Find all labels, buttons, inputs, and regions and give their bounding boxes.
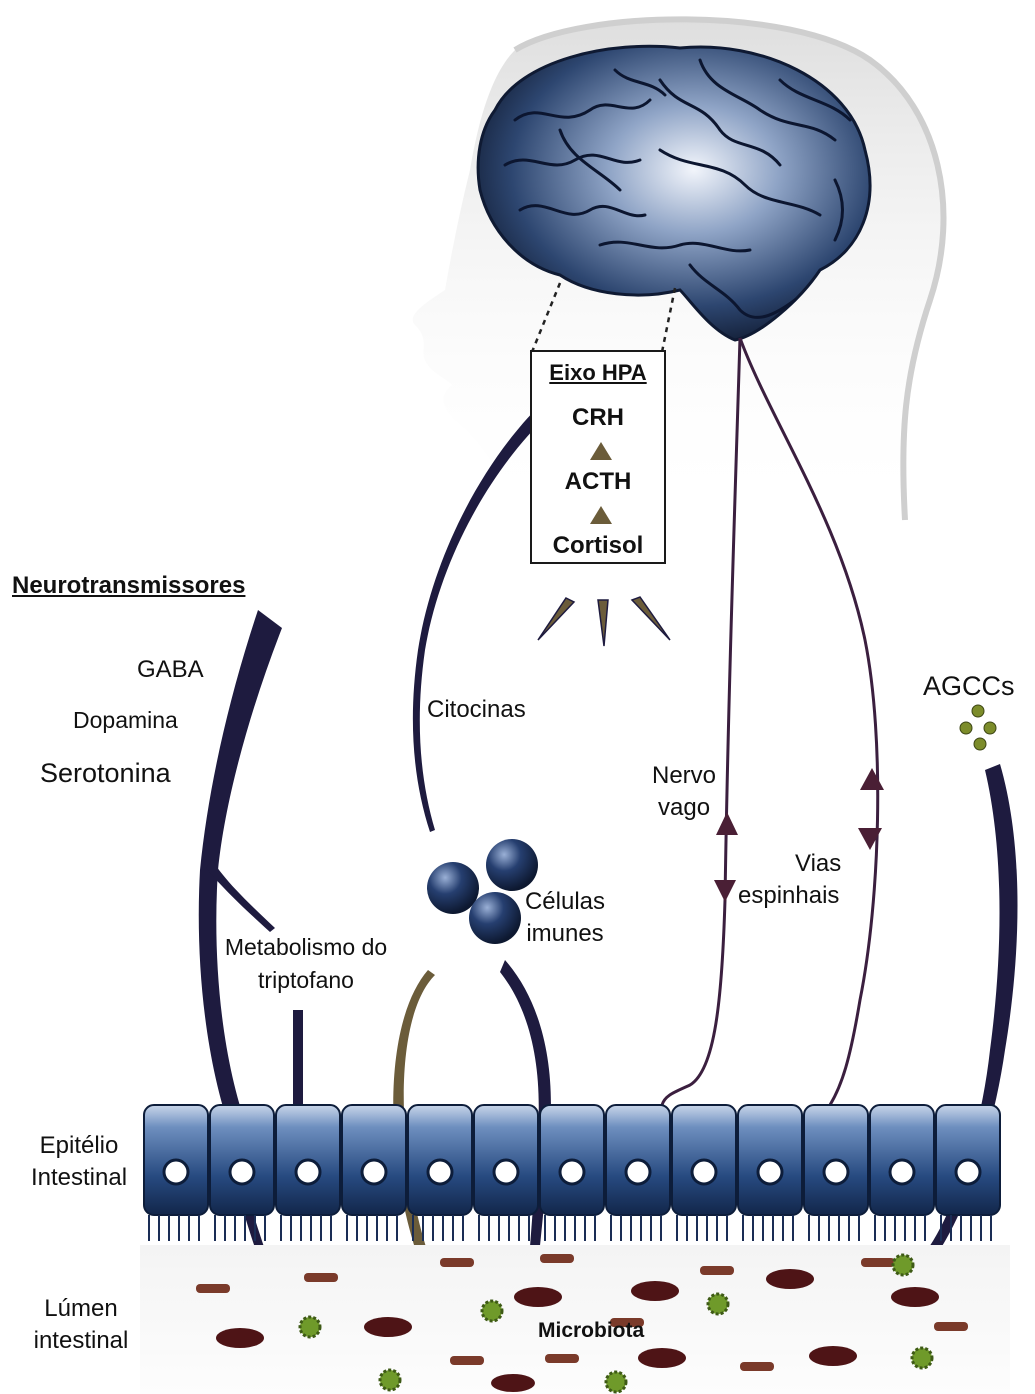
gaba-label: GABA [137, 656, 204, 685]
scfa-molecules-icon [960, 705, 996, 750]
vagus-label-line1: Nervo [652, 762, 716, 791]
hpa-signal-arrows [538, 597, 670, 646]
bacteria-icon [708, 1294, 728, 1314]
epithelial-cell-icon [474, 1105, 538, 1241]
bacteria-icon [861, 1258, 895, 1267]
immune-label-line2: imunes [520, 920, 610, 949]
epithelium-label-line2: Intestinal [18, 1164, 140, 1193]
epithelial-cell-icon [870, 1105, 934, 1241]
serotonin-label: Serotonina [40, 757, 171, 789]
bacteria-icon [196, 1284, 230, 1293]
spinal-label-line1: Vias [795, 850, 841, 879]
neurotransmitters-heading: Neurotransmissores [12, 572, 245, 601]
epithelial-cell-icon [540, 1105, 604, 1241]
bacteria-icon [380, 1370, 400, 1390]
epithelial-cell-icon [144, 1105, 208, 1241]
bacteria-icon [809, 1346, 857, 1366]
bacteria-icon [891, 1287, 939, 1307]
bacteria-icon [304, 1273, 338, 1282]
hpa-axis-box: Eixo HPA CRH ACTH Cortisol [530, 350, 666, 564]
epithelial-cell-icon [672, 1105, 736, 1241]
bacteria-icon [631, 1281, 679, 1301]
bacteria-icon [638, 1348, 686, 1368]
tryptophan-label-line1: Metabolismo do [196, 934, 416, 962]
bacteria-icon [216, 1328, 264, 1348]
epithelial-cell-icon [342, 1105, 406, 1241]
bacteria-icon [514, 1287, 562, 1307]
bacteria-icon [482, 1301, 502, 1321]
spinal-label-line2: espinhais [738, 882, 839, 911]
bacteria-icon [491, 1374, 535, 1392]
bacteria-icon [440, 1258, 474, 1267]
cytokines-label: Citocinas [427, 696, 526, 725]
bacteria-icon [934, 1322, 968, 1331]
bacteria-icon [766, 1269, 814, 1289]
epithelial-cell-icon [804, 1105, 868, 1241]
bacteria-icon [300, 1317, 320, 1337]
up-triangle-icon [590, 506, 612, 524]
lumen-label-line1: Lúmen [22, 1295, 140, 1324]
bacteria-icon [606, 1372, 626, 1392]
epithelial-cell-icon [276, 1105, 340, 1241]
immune-label-line1: Células [520, 888, 610, 917]
bacteria-icon [912, 1348, 932, 1368]
bacteria-icon [700, 1266, 734, 1275]
vagus-label-line2: vago [658, 794, 710, 823]
microbiota-label: Microbiota [538, 1318, 644, 1343]
epithelium-layer [144, 1105, 1000, 1241]
up-triangle-icon [590, 442, 612, 460]
bacteria-icon [545, 1354, 579, 1363]
bacteria-icon [540, 1254, 574, 1263]
bacteria-icon [450, 1356, 484, 1365]
epithelial-cell-icon [606, 1105, 670, 1241]
dopamine-label: Dopamina [73, 707, 178, 735]
epithelium-label-line1: Epitélio [18, 1132, 140, 1161]
epithelial-cell-icon [210, 1105, 274, 1241]
epithelial-cell-icon [738, 1105, 802, 1241]
hpa-cortisol: Cortisol [532, 532, 664, 560]
bacteria-icon [740, 1362, 774, 1371]
spinal-arrows [858, 768, 884, 850]
bacteria-icon [364, 1317, 412, 1337]
hpa-title: Eixo HPA [532, 360, 664, 386]
hpa-acth: ACTH [532, 468, 664, 496]
hpa-crh: CRH [532, 404, 664, 432]
tryptophan-label-line2: triptofano [196, 967, 416, 995]
bacteria-icon [893, 1255, 913, 1275]
scfa-label: AGCCs [923, 670, 1015, 702]
lumen-label-line2: intestinal [22, 1327, 140, 1356]
